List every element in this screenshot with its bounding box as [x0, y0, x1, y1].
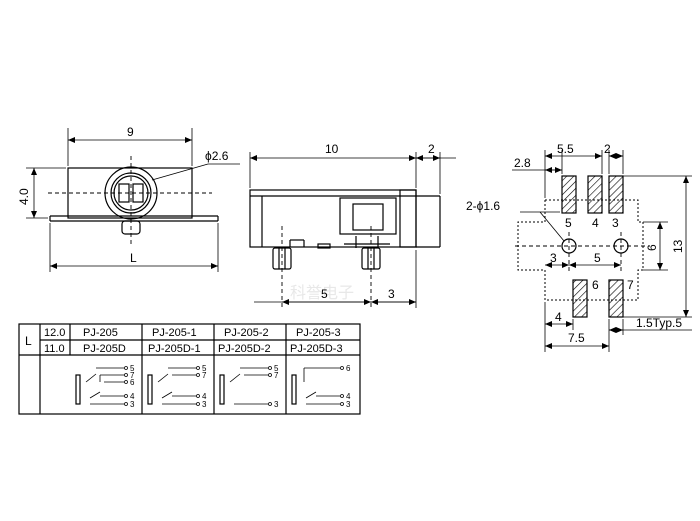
- footprint-view: 5 4 3 6 7 5.5 2 2.8 2-ϕ1.6 3 5: [466, 142, 692, 352]
- sch2-pin-3: 4: [202, 392, 207, 401]
- dim-fp-13: 13: [671, 239, 685, 253]
- dim-fp-hole: 2-ϕ1.6: [466, 199, 500, 213]
- side-pin-right: [361, 247, 381, 270]
- table-model-3: PJ-205-2: [224, 327, 269, 339]
- pad-4: [587, 175, 603, 214]
- dim-front-length: L: [130, 251, 137, 265]
- sch1-pin-4: 4: [130, 392, 135, 401]
- dim-fp-3: 3: [550, 251, 557, 265]
- table-l-header: L: [25, 334, 32, 348]
- table-model-6: PJ-205D-1: [148, 343, 201, 355]
- sch1-pin-1: 5: [130, 364, 135, 373]
- table-model-5: PJ-205D: [83, 343, 126, 355]
- sch4-pin-2: 4: [346, 392, 351, 401]
- sch3-pin-2: 7: [274, 371, 279, 380]
- sch1-pin-5: 3: [130, 400, 135, 409]
- pad-label-4: 4: [592, 216, 599, 230]
- table-model-1: PJ-205: [83, 327, 118, 339]
- dim-fp-4: 4: [555, 310, 562, 324]
- table-model-2: PJ-205-1: [152, 327, 197, 339]
- sch2-pin-4: 3: [202, 400, 207, 409]
- schematic-4: 6 4 3: [291, 364, 351, 409]
- sch3-pin-1: 5: [274, 364, 279, 373]
- sch1-pin-2: 7: [130, 371, 135, 380]
- sch2-pin-2: 7: [202, 371, 207, 380]
- pad-label-5: 5: [565, 216, 572, 230]
- dim-side-pin-offset: 3: [388, 287, 395, 301]
- dim-fp-2-8: 2.8: [514, 156, 531, 170]
- pad-6: [572, 279, 588, 318]
- pad-label-7: 7: [627, 278, 634, 292]
- pad-7: [608, 279, 624, 318]
- sch2-pin-1: 5: [202, 364, 207, 373]
- schematic-1: 5 7 6 4 3: [75, 364, 135, 409]
- pad-label-3: 3: [612, 216, 619, 230]
- dim-fp-6: 6: [645, 244, 659, 251]
- pad-3: [608, 175, 624, 214]
- dim-front-height: 4.0: [17, 188, 31, 205]
- table-len-row1: 12.0: [44, 327, 65, 339]
- sch3-pin-3: 3: [274, 400, 279, 409]
- sch4-pin-1: 6: [346, 364, 351, 373]
- dim-side-length: 10: [325, 142, 339, 156]
- pad-5: [561, 175, 577, 214]
- dim-fp-5-5: 5.5: [557, 142, 574, 156]
- table-model-7: PJ-205D-2: [218, 343, 271, 355]
- dim-front-width: 9: [127, 125, 134, 139]
- model-table: L 12.0 11.0 PJ-205 PJ-205-1 PJ-205-2 PJ-…: [18, 323, 361, 415]
- dim-fp-typ: 1.5Typ.5: [636, 316, 682, 330]
- schematic-3: 5 7 3: [219, 364, 279, 409]
- table-model-4: PJ-205-3: [296, 327, 341, 339]
- table-model-8: PJ-205D-3: [290, 343, 343, 355]
- dim-fp-7-5: 7.5: [568, 331, 585, 345]
- side-pin-left: [272, 247, 292, 270]
- table-len-row2: 11.0: [44, 343, 65, 355]
- watermark-text: 科誉电子: [290, 283, 354, 302]
- dim-side-pin-spacing: 5: [321, 287, 328, 301]
- dim-hole-diameter: ϕ2.6: [205, 149, 229, 163]
- schematic-2: 5 7 4 3: [147, 364, 207, 409]
- pad-label-6: 6: [592, 278, 599, 292]
- side-view: 10 2 5 3: [249, 142, 456, 308]
- footprint-outline: [517, 199, 644, 301]
- sch1-pin-3: 6: [130, 378, 135, 387]
- sch4-pin-3: 3: [346, 400, 351, 409]
- dim-fp-2: 2: [604, 142, 611, 156]
- dim-side-tab: 2: [428, 142, 435, 156]
- dim-fp-5: 5: [594, 251, 601, 265]
- front-body: [67, 167, 193, 219]
- front-view: 9 4.0 L ϕ2.6: [17, 125, 240, 272]
